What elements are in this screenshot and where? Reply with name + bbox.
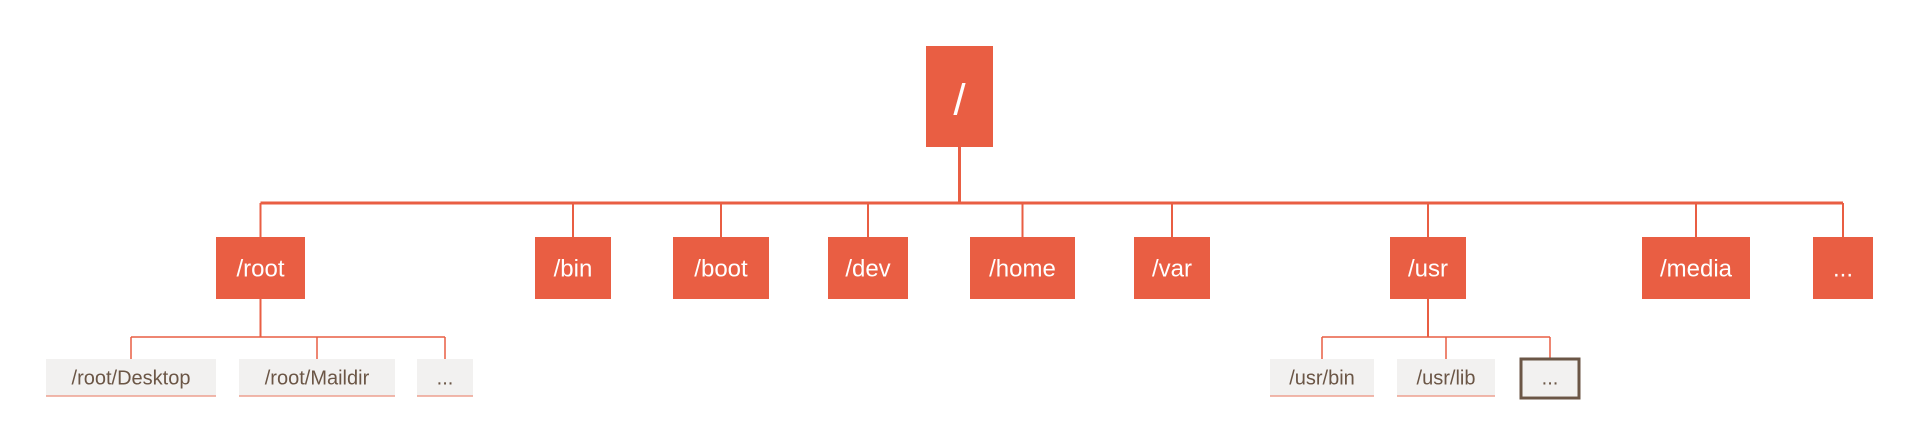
dir-node-root-box bbox=[216, 237, 305, 299]
subdir-node-usr-more-box bbox=[1521, 359, 1579, 396]
dir-node-boot-box bbox=[673, 237, 769, 299]
dir-node-root[interactable]: /root bbox=[216, 237, 305, 299]
subdir-node-usr-lib-label: /usr/lib bbox=[1417, 368, 1476, 390]
dir-node-usr-label: /usr bbox=[1408, 256, 1448, 283]
dir-node-more-label: ... bbox=[1833, 256, 1853, 283]
dir-node-media[interactable]: /media bbox=[1642, 237, 1750, 299]
subdir-node-root-desktop[interactable]: /root/Desktop bbox=[46, 359, 216, 397]
dir-node-usr[interactable]: /usr bbox=[1390, 237, 1466, 299]
node-root-slash-label: / bbox=[953, 76, 966, 125]
subdir-node-usr-more-label: ... bbox=[1542, 368, 1559, 390]
subdir-node-root-more[interactable]: ... bbox=[417, 359, 473, 397]
subdir-node-usr-bin[interactable]: /usr/bin bbox=[1270, 359, 1374, 397]
dir-node-home[interactable]: /home bbox=[970, 237, 1075, 299]
subdir-node-root-maildir[interactable]: /root/Maildir bbox=[239, 359, 395, 397]
subdir-node-root-desktop-label: /root/Desktop bbox=[72, 368, 191, 390]
subdir-node-usr-bin-box bbox=[1270, 359, 1374, 396]
subdir-node-usr-lib[interactable]: /usr/lib bbox=[1397, 359, 1495, 397]
dir-node-more[interactable]: ... bbox=[1813, 237, 1873, 299]
dir-node-media-box bbox=[1642, 237, 1750, 299]
dir-node-bin[interactable]: /bin bbox=[535, 237, 611, 299]
dir-node-home-label: /home bbox=[989, 256, 1056, 283]
dir-node-var[interactable]: /var bbox=[1134, 237, 1210, 299]
dir-node-media-label: /media bbox=[1660, 256, 1733, 283]
dir-node-usr-box bbox=[1390, 237, 1466, 299]
dir-node-var-label: /var bbox=[1152, 256, 1192, 283]
dir-node-bin-label: /bin bbox=[554, 256, 593, 283]
dir-node-boot-label: /boot bbox=[694, 256, 748, 283]
dir-node-dev-label: /dev bbox=[845, 256, 890, 283]
node-root-slash[interactable]: / bbox=[926, 46, 993, 147]
subdir-node-root-maildir-label: /root/Maildir bbox=[265, 368, 370, 390]
subdir-node-usr-lib-box bbox=[1397, 359, 1495, 396]
subdir-node-root-more-label: ... bbox=[437, 368, 454, 390]
connector-lines bbox=[130, 147, 1844, 359]
dir-node-bin-box bbox=[535, 237, 611, 299]
dir-node-boot[interactable]: /boot bbox=[673, 237, 769, 299]
subdir-node-root-desktop-box bbox=[46, 359, 216, 396]
subdir-node-usr-bin-label: /usr/bin bbox=[1289, 368, 1355, 390]
subdir-node-usr-more[interactable]: ... bbox=[1519, 357, 1581, 400]
dir-node-dev[interactable]: /dev bbox=[828, 237, 908, 299]
dir-node-root-label: /root bbox=[236, 256, 284, 283]
node-root-slash-box bbox=[926, 46, 993, 147]
dir-node-dev-box bbox=[828, 237, 908, 299]
subdir-node-root-more-box bbox=[417, 359, 473, 396]
dir-node-more-box bbox=[1813, 237, 1873, 299]
dir-node-home-box bbox=[970, 237, 1075, 299]
level-1-directories: /root/bin/boot/dev/home/var/usr/media... bbox=[216, 237, 1873, 299]
dir-node-var-box bbox=[1134, 237, 1210, 299]
selection-outline bbox=[1519, 357, 1581, 400]
level-2-directories: /root/Desktop/root/Maildir... /usr/bin/us… bbox=[46, 357, 1581, 400]
subdir-node-root-maildir-box bbox=[239, 359, 395, 396]
